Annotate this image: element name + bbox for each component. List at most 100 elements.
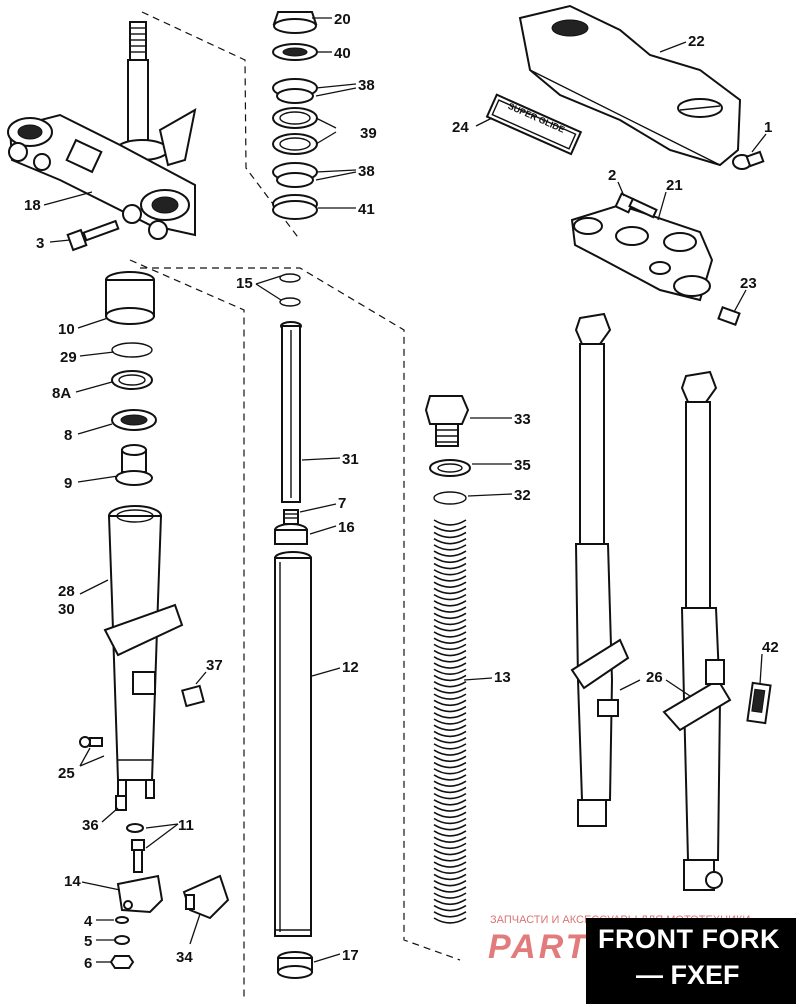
callout-numbers: 20 40 38 39 38 41 22 24 1 18 3 2 21 23 1…	[24, 11, 779, 972]
steering-stem-lower-bracket	[7, 21, 197, 240]
spring-coil	[433, 749, 467, 756]
callout-38-lower: 38	[358, 163, 375, 180]
spring-coil	[433, 730, 467, 738]
spring-coil	[433, 830, 467, 837]
callout-11: 11	[178, 817, 194, 834]
callout-32: 32	[514, 487, 531, 504]
callout-7: 7	[338, 495, 346, 512]
screw-25	[79, 736, 103, 748]
spring-coil	[433, 674, 467, 682]
spring-coil	[433, 656, 467, 663]
spring-coil	[433, 867, 467, 875]
callout-3: 3	[36, 235, 44, 252]
spring-coil	[433, 531, 467, 539]
screw-1	[732, 150, 765, 170]
callout-26: 26	[646, 669, 663, 686]
upper-bracket-21	[570, 203, 714, 302]
spring-coil	[433, 537, 467, 545]
callout-16: 16	[338, 519, 355, 536]
callout-34: 34	[176, 949, 193, 966]
spring-coil	[433, 799, 467, 806]
spring-coil	[433, 892, 467, 899]
spring-coil	[433, 786, 467, 794]
spring-coil	[433, 581, 467, 588]
callout-8a: 8A	[52, 385, 71, 402]
callout-25: 25	[58, 765, 75, 782]
super-glide-emblem	[485, 93, 583, 156]
spring-coil	[433, 768, 467, 775]
spring-coil	[433, 637, 467, 644]
spring-coil	[433, 848, 467, 856]
top-cover-22	[518, 4, 742, 167]
callout-22: 22	[688, 33, 705, 50]
callout-31: 31	[342, 451, 359, 468]
fork-tube-12	[274, 551, 312, 937]
spring-coil	[433, 811, 467, 819]
spring-coil	[433, 550, 467, 557]
spring-coil	[433, 525, 467, 532]
spring-coil	[433, 693, 467, 700]
seal-8	[111, 409, 157, 431]
ring-29	[111, 342, 153, 358]
spring-coil	[433, 842, 467, 850]
spring-coil	[433, 519, 467, 526]
callout-6: 6	[84, 955, 92, 972]
callout-1: 1	[764, 119, 772, 136]
callout-8: 8	[64, 427, 72, 444]
callout-39: 39	[360, 125, 377, 142]
cap-bolt-33	[424, 395, 470, 447]
spring-coil	[433, 736, 467, 744]
spring-coil	[433, 593, 467, 601]
callout-12: 12	[342, 659, 359, 676]
spring-7	[283, 509, 299, 525]
o-ring-32	[433, 491, 467, 505]
spring-coil	[433, 904, 467, 912]
rings-15	[279, 273, 301, 307]
callout-23: 23	[740, 275, 757, 292]
spring-coil	[433, 687, 467, 694]
spring-coil	[433, 705, 467, 713]
spring-coil	[433, 898, 467, 906]
bushing-17	[277, 951, 313, 979]
spring-coil	[433, 861, 467, 868]
plug-23	[717, 306, 741, 326]
callout-18: 18	[24, 197, 41, 214]
spring-coil	[433, 544, 467, 551]
callout-37: 37	[206, 657, 223, 674]
spring-coil	[433, 612, 467, 620]
spring-coil	[433, 556, 467, 564]
spring-coil	[433, 718, 467, 725]
spring-coil	[433, 911, 467, 918]
callout-41: 41	[358, 201, 375, 218]
title-line-1: FRONT FORK	[598, 924, 780, 954]
lockwasher-nut-4-5-6	[109, 916, 135, 969]
spring-coil	[433, 699, 467, 707]
spring-coil	[433, 643, 467, 651]
spring-coil	[433, 662, 467, 669]
spring-coil	[433, 817, 467, 825]
washer-bolt-11	[126, 823, 145, 873]
spring-13	[433, 519, 467, 924]
spring-coil	[433, 668, 467, 676]
spring-coil	[433, 774, 467, 781]
drain-plug-36	[115, 795, 127, 811]
assembled-fork-right	[662, 370, 732, 891]
callout-17: 17	[342, 947, 359, 964]
spring-coil	[433, 575, 467, 582]
spring-coil	[433, 792, 467, 800]
callout-28: 28	[58, 583, 75, 600]
washer-35	[429, 459, 471, 477]
spring-coil	[433, 569, 467, 576]
spring-coil	[433, 917, 467, 924]
spring-coil	[433, 562, 467, 570]
callout-13: 13	[494, 669, 511, 686]
callout-14: 14	[64, 873, 81, 890]
spring-coil	[433, 855, 467, 862]
callout-38-upper: 38	[358, 77, 375, 94]
spring-coil	[433, 805, 467, 812]
callout-40: 40	[334, 45, 351, 62]
spring-coil	[433, 873, 467, 881]
lock-9	[115, 444, 153, 486]
damper-tube-31	[280, 321, 302, 503]
callout-29: 29	[60, 349, 77, 366]
